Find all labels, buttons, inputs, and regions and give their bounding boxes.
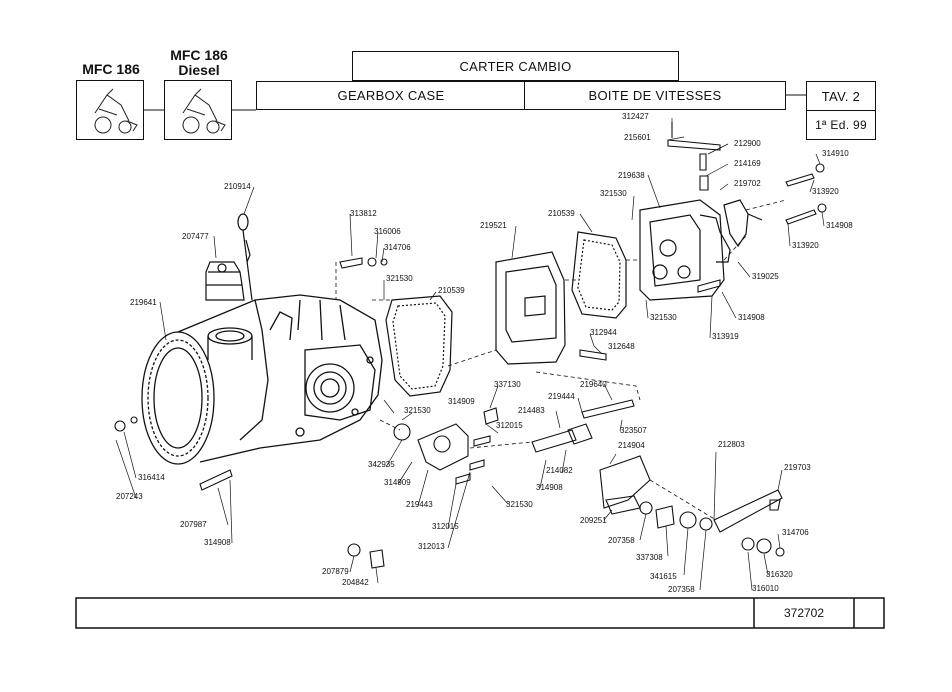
- tractor-icon: [94, 88, 138, 134]
- part-label: 313920: [812, 187, 839, 196]
- title-text: CARTER CAMBIO: [459, 58, 572, 74]
- part-label: 314706: [384, 243, 411, 252]
- part-label: 316010: [752, 584, 779, 593]
- bracket: [723, 199, 763, 248]
- model-label-mfc186-diesel: MFC 186 Diesel: [160, 48, 238, 78]
- part-label: 207987: [180, 520, 207, 529]
- part-label: 341615: [650, 572, 677, 581]
- part-label: 219638: [618, 171, 645, 180]
- part-label: 314909: [384, 478, 411, 487]
- part-label: 312015: [432, 522, 459, 531]
- part-label: 314908: [536, 483, 563, 492]
- title-french: BOITE DE VITESSES: [524, 81, 786, 110]
- part-label: 219640: [580, 380, 607, 389]
- model-variant: Diesel: [178, 62, 220, 78]
- table-number: TAV. 2: [806, 81, 876, 111]
- part-label: 312648: [608, 342, 635, 351]
- bolts: [114, 257, 721, 569]
- part-label: 316320: [766, 570, 793, 579]
- title-text: BOITE DE VITESSES: [588, 88, 722, 103]
- part-label: 314908: [738, 313, 765, 322]
- model-name: MFC 186: [82, 61, 140, 77]
- part-label: 314908: [204, 538, 231, 547]
- part-label: 219443: [406, 500, 433, 509]
- part-label: 219641: [130, 298, 157, 307]
- part-label: 214904: [618, 441, 645, 450]
- part-label: 314909: [448, 397, 475, 406]
- part-label: 321530: [386, 274, 413, 283]
- part-label: 321530: [650, 313, 677, 322]
- part-label: 214169: [734, 159, 761, 168]
- part-label: 312944: [590, 328, 617, 337]
- part-label: 210539: [548, 209, 575, 218]
- part-label: 214082: [546, 466, 573, 475]
- part-label: 321530: [404, 406, 431, 415]
- cover-plate: [495, 251, 566, 365]
- leader-lines: [115, 118, 825, 591]
- part-label: 219444: [548, 392, 575, 401]
- part-label: 342935: [368, 460, 395, 469]
- part-label: 219521: [480, 221, 507, 230]
- part-label: 314910: [822, 149, 849, 158]
- part-label: 210914: [224, 182, 251, 191]
- part-label: 312013: [418, 542, 445, 551]
- tractor-diesel-thumbnail: [164, 80, 232, 140]
- part-label: 207477: [182, 232, 209, 241]
- part-label: 337308: [636, 553, 663, 562]
- part-label: 207879: [322, 567, 349, 576]
- part-label: 207358: [668, 585, 695, 594]
- title-text: GEARBOX CASE: [337, 88, 445, 103]
- part-label: 316414: [138, 473, 165, 482]
- edition-box: 1ª Ed. 99: [806, 110, 876, 140]
- table-text: TAV. 2: [821, 88, 861, 104]
- gasket-right: [571, 231, 627, 319]
- part-label: 215601: [624, 133, 651, 142]
- dipstick: [237, 213, 253, 301]
- part-label: 312427: [622, 112, 649, 121]
- gearbox-housing: [141, 294, 383, 465]
- part-label: 209251: [580, 516, 607, 525]
- tractor-icon: [182, 88, 226, 134]
- tractor-thumbnail: [76, 80, 144, 140]
- rubber-boot: [205, 261, 245, 301]
- detent-parts: [667, 122, 721, 191]
- part-label: 214483: [518, 406, 545, 415]
- footer-frame: [75, 597, 885, 629]
- part-label: 219703: [784, 463, 811, 472]
- part-label: 313920: [792, 241, 819, 250]
- part-label: 207358: [608, 536, 635, 545]
- part-label: 321530: [506, 500, 533, 509]
- part-label: 314908: [826, 221, 853, 230]
- part-label: 219702: [734, 179, 761, 188]
- model-label-mfc186: MFC 186: [76, 62, 146, 77]
- part-label: 321530: [600, 189, 627, 198]
- part-label: 212803: [718, 440, 745, 449]
- title-italian: CARTER CAMBIO: [352, 51, 679, 81]
- part-label: 210539: [438, 286, 465, 295]
- part-label: 204842: [342, 578, 369, 587]
- edition-text: 1ª Ed. 99: [815, 118, 867, 132]
- part-label: 312015: [496, 421, 523, 430]
- part-label: 207243: [116, 492, 143, 501]
- part-label: 319025: [752, 272, 779, 281]
- footer-code-text: 372702: [783, 606, 825, 620]
- part-label: 212900: [734, 139, 761, 148]
- part-label: 313919: [712, 332, 739, 341]
- title-english: GEARBOX CASE: [256, 81, 526, 110]
- model-name: MFC 186: [170, 47, 228, 63]
- part-label: 323507: [620, 426, 647, 435]
- part-label: 337130: [494, 380, 521, 389]
- shift-housing: [639, 199, 731, 301]
- part-label: 313812: [350, 209, 377, 218]
- part-label: 316006: [374, 227, 401, 236]
- footer-code: 372702: [754, 598, 854, 628]
- part-label: 314706: [782, 528, 809, 537]
- gasket-left: [385, 295, 453, 397]
